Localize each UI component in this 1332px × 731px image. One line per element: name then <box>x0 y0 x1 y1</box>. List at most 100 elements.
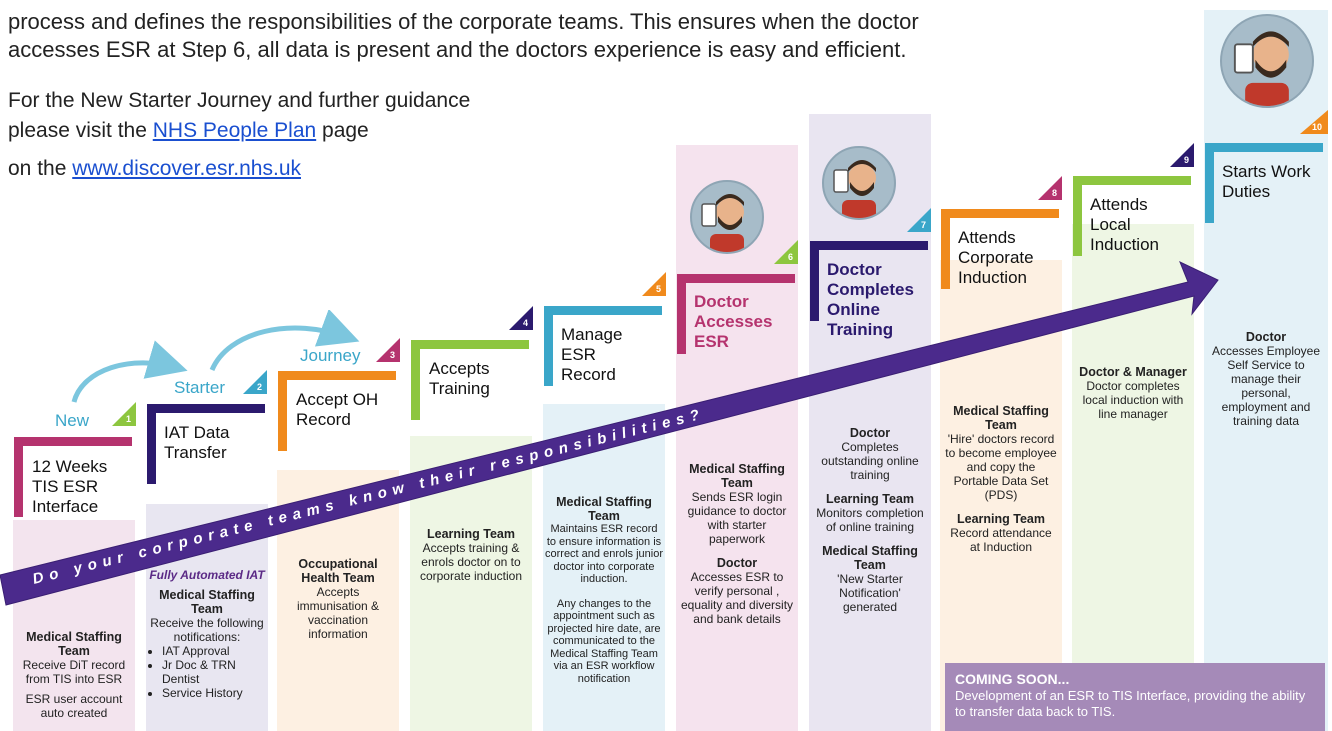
step-text: Receive DiT record from TIS into ESR <box>22 658 126 686</box>
step-3-title: Accept OH Record <box>296 390 379 429</box>
step-9-bracket <box>1073 176 1191 256</box>
step-text: Doctor completes local induction with li… <box>1082 379 1184 421</box>
step-2-body: Fully Automated IAT Medical Staffing Tea… <box>148 568 266 700</box>
step-4-number: 4 <box>523 318 529 328</box>
step-text: 'New Starter Notification' generated <box>837 572 903 614</box>
team-label: Doctor <box>849 426 891 440</box>
step-3-badge <box>376 338 400 362</box>
step-8-badge <box>1038 176 1062 200</box>
team-label: Occupational Health Team <box>298 557 378 585</box>
step-text: Any changes to the appointment such as p… <box>547 597 661 685</box>
step-8-title: Attends Corporate Induction <box>958 228 1034 287</box>
step-1-title: 12 Weeks TIS ESR Interface <box>32 457 108 516</box>
intro-line-1: process and defines the responsibilities… <box>8 9 919 34</box>
step-9-number: 9 <box>1184 155 1190 165</box>
team-label: Medical Staffing Team <box>689 462 785 490</box>
step-3-body: Occupational Health Team Accepts immunis… <box>282 557 394 641</box>
step-text: Maintains ESR record to ensure informati… <box>545 523 664 585</box>
step-10-badge <box>1300 110 1328 134</box>
team-label: Medical Staffing Team <box>953 404 1049 432</box>
intro-line-2: accesses ESR at Step 6, all data is pres… <box>8 37 907 62</box>
intro-line-5: on the www.discover.esr.nhs.uk <box>8 156 301 182</box>
step-4-title: Accepts Training <box>429 359 490 398</box>
intro-text: on the <box>8 157 73 180</box>
team-label: Learning Team <box>826 492 914 506</box>
step-1-bracket <box>14 437 132 517</box>
step-text: Monitors completion of online training <box>816 506 924 534</box>
notification-list: IAT Approval Jr Doc & TRN Dentist Servic… <box>148 644 266 700</box>
step-7-body: Doctor Completes outstanding online trai… <box>813 426 927 614</box>
doctor-avatar-6 <box>690 180 764 254</box>
team-label: Doctor <box>1245 330 1287 344</box>
step-9-body: Doctor & Manager Doctor completes local … <box>1076 365 1190 421</box>
step-6-title: Doctor Accesses ESR <box>694 292 773 351</box>
step-9-title: Attends Local Induction <box>1090 195 1159 254</box>
step-7-bracket <box>810 241 928 321</box>
step-text: Record attendance at Induction <box>950 526 1052 554</box>
step-5-body: Medical Staffing Team Maintains ESR reco… <box>545 496 663 685</box>
discover-esr-link[interactable]: www.discover.esr.nhs.uk <box>72 157 301 180</box>
doctor-icon <box>833 160 876 218</box>
step-6-badge <box>774 240 798 264</box>
step-4-bracket <box>411 340 529 420</box>
step-10-bracket <box>1205 143 1323 223</box>
step-2-title: IAT Data Transfer <box>164 423 230 462</box>
team-label: Learning Team <box>427 527 515 541</box>
step-1-body: Medical Staffing Team Receive DiT record… <box>18 630 130 720</box>
doctor-avatar-10 <box>1220 14 1314 108</box>
step-6-body: Medical Staffing Team Sends ESR login gu… <box>680 462 794 626</box>
step-3-bracket <box>278 371 396 451</box>
step-10-title: Starts Work Duties <box>1222 162 1311 201</box>
step-2-badge <box>243 370 267 394</box>
step-1-badge <box>112 402 136 426</box>
list-item: Jr Doc & TRN Dentist <box>162 658 266 686</box>
team-label: Medical Staffing Team <box>26 630 122 658</box>
step-5-bracket <box>544 306 662 386</box>
step-4-badge <box>509 306 533 330</box>
step-7-badge <box>907 208 931 232</box>
step-text: Sends ESR login guidance to doctor with … <box>687 490 787 546</box>
list-item: Service History <box>162 686 266 700</box>
step-2-bracket <box>147 404 265 484</box>
banner-text: Do your corporate teams know their respo… <box>31 405 707 588</box>
step-7-title: Doctor Completes Online Training <box>827 260 914 339</box>
step-text: Receive the following notifications: <box>150 616 264 644</box>
step-text: ESR user account auto created <box>25 692 123 720</box>
team-label: Medical Staffing Team <box>822 544 918 572</box>
step-10-body: Doctor Accesses Employee Self Service to… <box>1208 330 1324 428</box>
coming-soon-box: COMING SOON... Development of an ESR to … <box>945 663 1325 731</box>
step-8-number: 8 <box>1052 188 1058 198</box>
step-5-title: Manage ESR Record <box>561 325 623 384</box>
step-text: 'Hire' doctors record to become employee… <box>945 432 1057 502</box>
intro-text: page <box>316 119 369 142</box>
intro-line-3: For the New Starter Journey and further … <box>8 89 471 112</box>
team-label: Doctor & Manager <box>1079 365 1187 379</box>
doctor-icon <box>1233 31 1289 106</box>
step-10-number: 10 <box>1312 122 1323 132</box>
step-8-bracket <box>941 209 1059 289</box>
nhs-people-plan-link[interactable]: NHS People Plan <box>152 119 317 142</box>
step-4-body: Learning Team Accepts training & enrols … <box>414 527 528 583</box>
step-6-number: 6 <box>788 252 794 262</box>
coming-soon-text: Development of an ESR to TIS Interface, … <box>955 688 1306 719</box>
step-text: Accesses Employee Self Service to manage… <box>1211 344 1321 428</box>
step-note: Fully Automated IAT <box>149 568 265 582</box>
step-text: Accepts training & enrols doctor on to c… <box>419 541 523 583</box>
team-label: Doctor <box>716 556 758 570</box>
step-5-badge <box>642 272 666 296</box>
intro-text: please visit the <box>8 119 153 142</box>
step-text: Accepts immunisation & vaccination infor… <box>296 585 380 641</box>
team-label: Medical Staffing Team <box>556 495 652 523</box>
journey-word-new: New <box>55 411 90 430</box>
step-text: Completes outstanding online training <box>821 440 919 482</box>
step-5-number: 5 <box>656 284 662 294</box>
coming-soon-title: COMING SOON... <box>955 671 1070 687</box>
step-6-bracket <box>677 274 795 354</box>
intro-line-4: please visit the NHS People Plan page <box>8 118 369 144</box>
doctor-icon <box>701 194 744 252</box>
step-7-number: 7 <box>921 220 927 230</box>
step-3-number: 3 <box>390 350 396 360</box>
team-label: Medical Staffing Team <box>159 588 255 616</box>
step-text: Accesses ESR to verify personal , equali… <box>680 570 794 626</box>
